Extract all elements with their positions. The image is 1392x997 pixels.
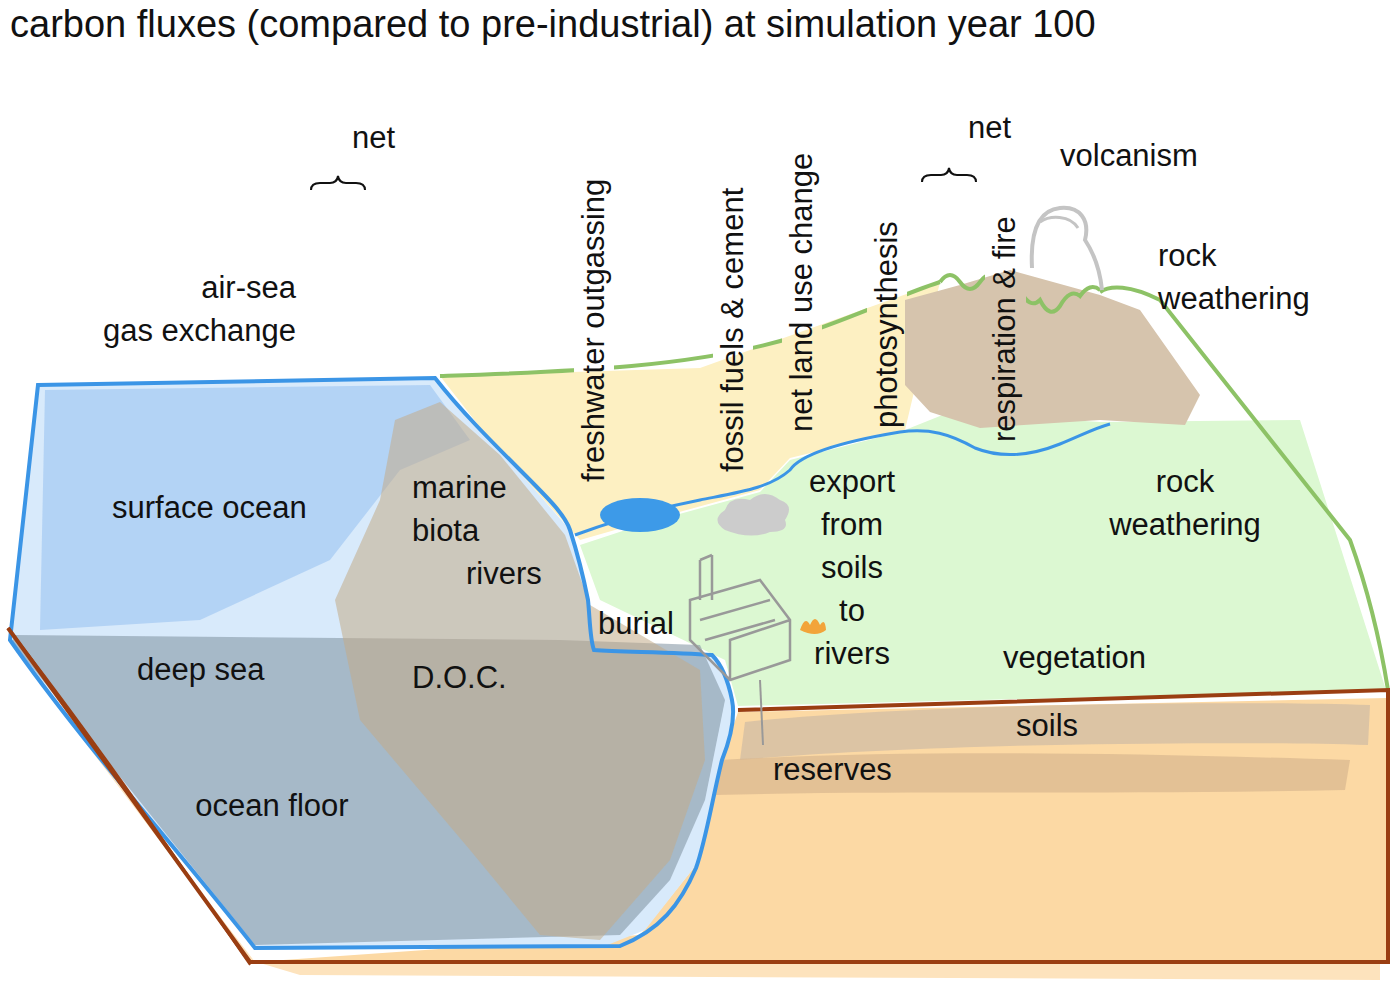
smoke-cloud [718,494,790,536]
diagram-title: carbon fluxes (compared to pre-industria… [10,0,1096,48]
flux-label: volcanism [1060,134,1198,177]
flux-label: burial [598,602,674,645]
flux-label: fossil fuels & cement [717,188,749,472]
volcano-outline [1032,208,1102,290]
reservoir-label: vegetation [1003,636,1146,679]
flux-label: respiration & fire [989,216,1021,442]
net-brace [922,168,976,182]
ocean-outline [10,378,733,948]
land-surface-line [440,282,940,376]
fire-symbol [800,619,826,634]
flux-label: net land use change [786,153,818,432]
land-edge-line [1100,287,1388,690]
flux-label: rock weathering [1158,234,1358,320]
net-brace [311,176,365,190]
reservoir-label: ocean floor [192,784,352,827]
reservoir-label: soils [1016,704,1078,747]
flux-label: photosynthesis [871,221,903,428]
block-outline [8,628,1388,962]
soils-band [740,703,1370,760]
flux-label: export from soils to rivers [806,460,898,675]
reservoir-label: deep sea [137,648,265,691]
volcano-crater [1040,217,1078,228]
reservoir-label: reserves [773,748,892,791]
brace-label: net [968,106,1011,149]
reservoir-label: marine biota [412,466,562,552]
reservoir-label: surface ocean [112,486,307,529]
flux-label: rock weathering [1085,460,1285,546]
flux-label: air-sea gas exchange [91,266,296,352]
flux-label: freshwater outgassing [578,179,610,482]
brace-label: net [352,116,395,159]
ocean-fill [10,378,735,948]
reservoir-label: D.O.C. [412,656,507,699]
reservoir-label: rivers [466,552,542,595]
mountain-fill [905,270,1200,428]
factory-symbol [690,555,790,680]
leader-line [760,680,763,745]
lake [600,498,680,532]
marine-biota-fill [335,402,705,940]
